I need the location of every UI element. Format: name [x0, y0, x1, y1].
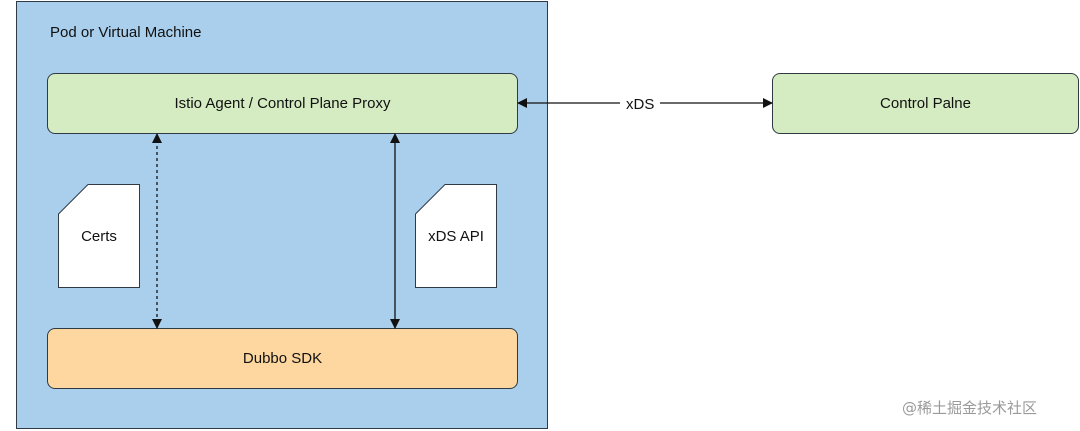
certs-document-icon	[58, 184, 140, 288]
control-plane-box: Control Palne	[772, 73, 1079, 134]
istio-agent-box: Istio Agent / Control Plane Proxy	[47, 73, 518, 134]
dubbo-sdk-label: Dubbo SDK	[242, 350, 323, 367]
istio-agent-label: Istio Agent / Control Plane Proxy	[174, 95, 391, 112]
xds-api-document-icon	[415, 184, 497, 288]
pod-title: Pod or Virtual Machine	[50, 24, 202, 41]
watermark: @稀土掘金技术社区	[902, 399, 1038, 417]
control-plane-label: Control Palne	[880, 95, 971, 112]
certs-document: Certs	[58, 184, 140, 288]
dubbo-sdk-box: Dubbo SDK	[47, 328, 518, 389]
xds-connection-label: xDS	[620, 96, 661, 113]
certs-label: Certs	[81, 227, 117, 245]
xds-api-document: xDS API	[415, 184, 497, 288]
xds-api-label: xDS API	[428, 227, 484, 245]
